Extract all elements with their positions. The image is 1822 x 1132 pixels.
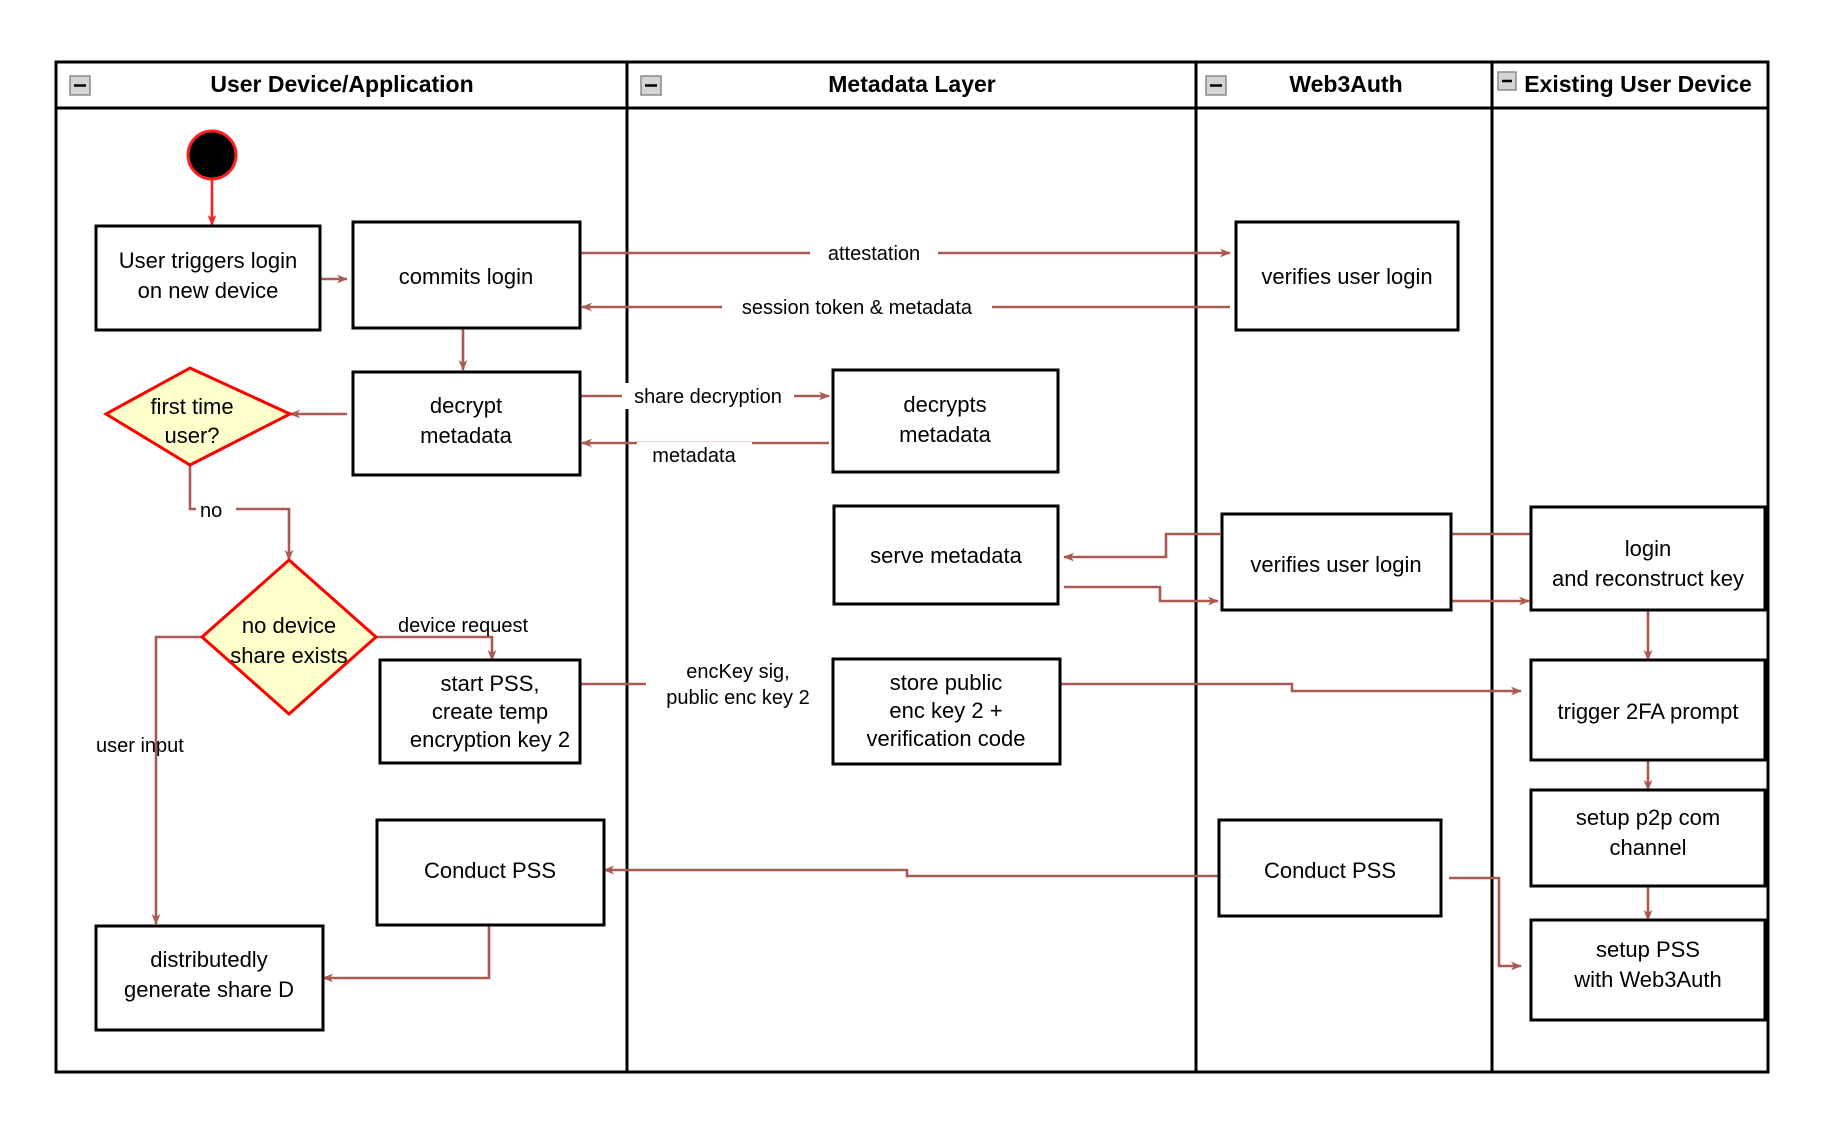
- edge-label-device-request: device request: [398, 615, 529, 637]
- edge-label-enckey-line2: public enc key 2: [666, 687, 809, 709]
- collapse-minus-icon[interactable]: [69, 75, 91, 96]
- edge-label-bg-share-decryption: [622, 383, 794, 409]
- node-label-line2: on new device: [138, 278, 279, 303]
- node-setup-pss-with-web3auth[interactable]: setup PSS with Web3Auth: [1529, 918, 1767, 1022]
- node-label-conduct-pss-user: Conduct PSS: [424, 858, 556, 883]
- node-label-trigger-2fa: trigger 2FA prompt: [1558, 699, 1739, 724]
- node-setup-p2p-com-channel[interactable]: setup p2p com channel: [1529, 788, 1767, 888]
- edge-conductpss-user-to-generateshare: [322, 925, 491, 983]
- edge-label-bg-enckey: [646, 655, 836, 709]
- node-label-line2: create temp: [432, 699, 548, 724]
- node-decrypts-metadata[interactable]: decrypts metadata: [831, 368, 1060, 474]
- edge-label-share-decryption: share decryption: [634, 386, 782, 408]
- node-no-device-share-exists[interactable]: no device share exists: [199, 557, 379, 717]
- lane-header-web3auth: Web3Auth: [1205, 71, 1403, 97]
- swimlane-frame: [54, 60, 1770, 1074]
- lane-header-existing-device: Existing User Device: [1497, 71, 1752, 97]
- node-label-line1: distributedly: [150, 947, 267, 972]
- node-distributedly-generate-share-d[interactable]: distributedly generate share D: [94, 924, 325, 1032]
- node-decrypt-metadata[interactable]: decrypt metadata: [351, 370, 582, 477]
- edge-label-bg-session-token: [722, 294, 992, 320]
- node-verifies-user-login-1[interactable]: verifies user login: [1234, 220, 1460, 332]
- node-label-line1: first time: [150, 394, 233, 419]
- node-label-line1: setup p2p com: [1576, 805, 1720, 830]
- node-label-line1: decrypt: [430, 393, 502, 418]
- node-label-line2: with Web3Auth: [1573, 967, 1722, 992]
- node-start-pss-create-temp-key[interactable]: start PSS, create temp encryption key 2: [378, 658, 582, 765]
- node-trigger-2fa-prompt[interactable]: trigger 2FA prompt: [1529, 658, 1767, 762]
- node-label-verifies-user-login-1: verifies user login: [1261, 264, 1432, 289]
- edge-label-no: no: [200, 500, 222, 522]
- start-node: [186, 129, 238, 181]
- node-label-line1: no device: [242, 613, 336, 638]
- node-label-conduct-pss-web3auth: Conduct PSS: [1264, 858, 1396, 883]
- node-user-triggers-login[interactable]: User triggers login on new device: [94, 224, 322, 332]
- node-label-line2: metadata: [899, 422, 991, 447]
- node-label-verifies-user-login-2: verifies user login: [1250, 552, 1421, 577]
- lane-title-user-device: User Device/Application: [210, 71, 473, 97]
- node-label-line2: enc key 2 +: [889, 698, 1002, 723]
- edge-label-user-input: user input: [96, 735, 184, 757]
- edge-label-metadata: metadata: [652, 445, 736, 467]
- node-label-line2: and reconstruct key: [1552, 566, 1744, 591]
- edge-firsttime-to-nodeviceshare: [188, 465, 294, 561]
- node-label-serve-metadata: serve metadata: [870, 543, 1022, 568]
- edge-conductpss-web3auth-to-user: [603, 865, 1218, 878]
- node-label-line1: start PSS,: [440, 671, 539, 696]
- collapse-minus-icon[interactable]: [1205, 75, 1227, 96]
- collapse-minus-icon[interactable]: [640, 75, 662, 96]
- edge-setuppss-link: [1449, 876, 1522, 971]
- node-store-public-enc-key[interactable]: store public enc key 2 + verification co…: [831, 657, 1062, 766]
- node-login-and-reconstruct-key[interactable]: login and reconstruct key: [1529, 505, 1767, 612]
- edge-serve-to-verifies-2: [1064, 585, 1219, 606]
- edge-verifies-2-to-serve: [1063, 532, 1220, 562]
- node-label-line2: channel: [1609, 835, 1686, 860]
- edge-store-to-2fa: [1060, 682, 1522, 696]
- node-label-line3: verification code: [867, 726, 1026, 751]
- edges-layer: attestation session token & metadata sha…: [96, 178, 1653, 983]
- collapse-minus-icon[interactable]: [1497, 71, 1517, 91]
- node-label-commits-login: commits login: [399, 264, 533, 289]
- node-conduct-pss-user[interactable]: Conduct PSS: [375, 818, 606, 927]
- node-first-time-user[interactable]: first time user?: [102, 366, 294, 467]
- edge-nodeviceshare-to-startpss: [376, 635, 497, 661]
- node-label-line1: decrypts: [903, 392, 986, 417]
- node-commits-login[interactable]: commits login: [351, 220, 582, 330]
- edge-label-bg-metadata: [637, 442, 752, 468]
- node-conduct-pss-web3auth[interactable]: Conduct PSS: [1217, 818, 1443, 918]
- edge-label-bg-attestation: [810, 240, 938, 266]
- node-label-line2: share exists: [230, 643, 347, 668]
- lane-header-user-device: User Device/Application: [69, 71, 474, 97]
- lane-title-web3auth: Web3Auth: [1289, 71, 1402, 97]
- edge-label-session-token: session token & metadata: [742, 297, 973, 319]
- edge-nodeviceshare-to-generateshare: [151, 635, 202, 925]
- lane-title-existing-device: Existing User Device: [1524, 71, 1752, 97]
- node-label-line1: login: [1625, 536, 1671, 561]
- node-label-line2: user?: [164, 423, 219, 448]
- node-serve-metadata[interactable]: serve metadata: [832, 504, 1060, 606]
- edge-label-bg-no: [196, 498, 236, 522]
- node-verifies-user-login-2[interactable]: verifies user login: [1220, 512, 1453, 612]
- edge-label-attestation: attestation: [828, 243, 920, 265]
- node-label-line1: setup PSS: [1596, 937, 1700, 962]
- node-label-line1: store public: [890, 670, 1003, 695]
- edge-label-enckey-line1: encKey sig,: [686, 661, 789, 683]
- lane-header-metadata: Metadata Layer: [640, 71, 996, 97]
- lane-title-metadata: Metadata Layer: [828, 71, 996, 97]
- node-label-line3: encryption key 2: [410, 727, 570, 752]
- node-label-line2: metadata: [420, 423, 512, 448]
- node-label-line2: generate share D: [124, 977, 294, 1002]
- node-label-line1: User triggers login: [119, 248, 298, 273]
